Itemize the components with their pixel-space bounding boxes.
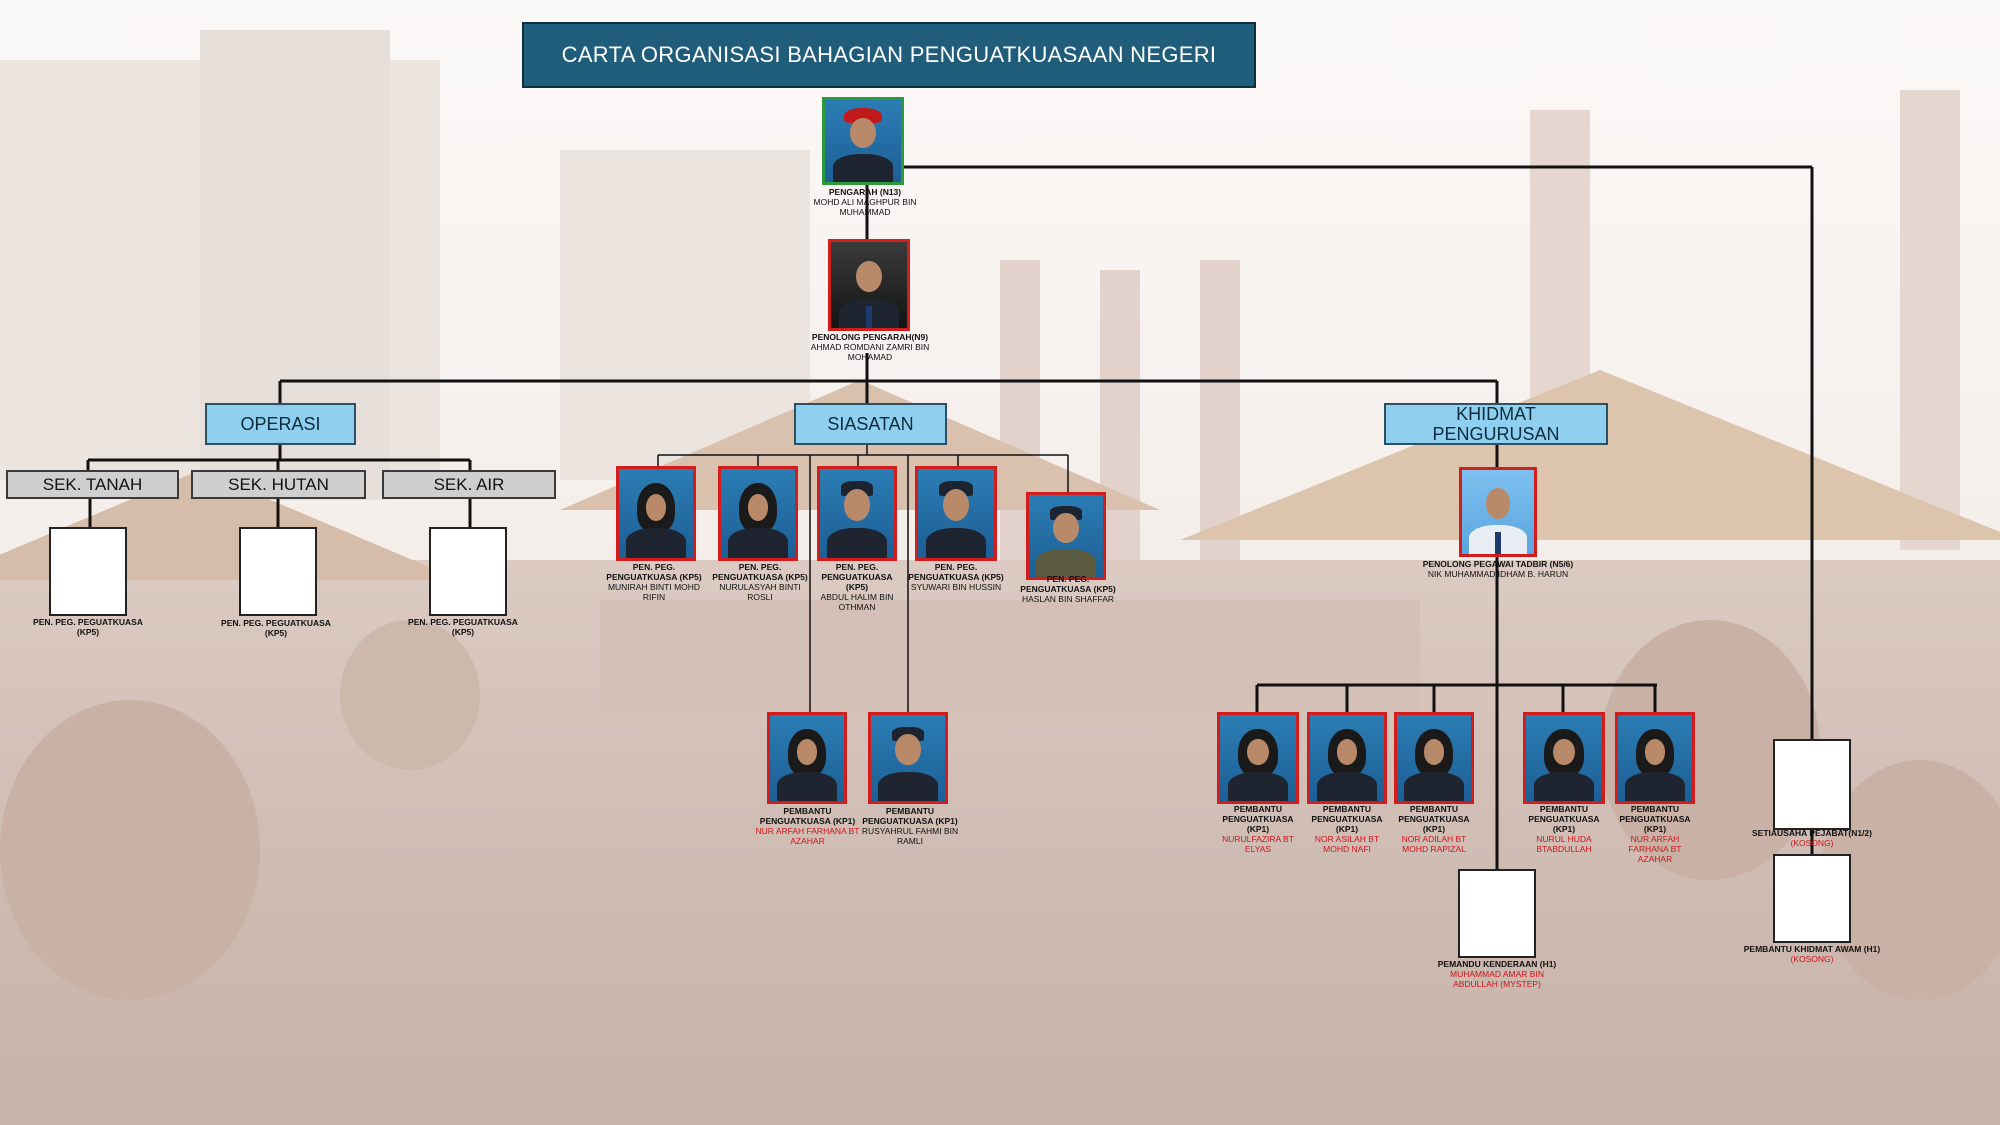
siasatan-staff-4-name: SYUWARI BIN HUSSIN <box>910 582 1002 592</box>
khidmat-assistant-1-label: PEMBANTU PENGUATKUASA (KP1) NURULFAZIRA … <box>1218 804 1298 854</box>
director-role: PENGARAH (N13) <box>828 187 902 197</box>
dept-khidmat-pengurusan: KHIDMAT PENGURUSAN <box>1384 403 1608 445</box>
khidmat-assistant-3-name: NOR ADILAH BT MOHD RAPIZAL <box>1401 834 1467 854</box>
section-hutan: SEK. HUTAN <box>191 470 366 499</box>
khidmat-assistant-4-photo <box>1523 712 1605 804</box>
chart-title: CARTA ORGANISASI BAHAGIAN PENGUATKUASAAN… <box>522 22 1256 88</box>
siasatan-staff-5-name: HASLAN BIN SHAFFAR <box>1021 594 1115 604</box>
khidmat-assistant-2-name: NOR ASILAH BT MOHD NAFI <box>1314 834 1380 854</box>
assistant-director-photo <box>828 239 910 331</box>
khidmat-assistant-5-photo <box>1615 712 1695 804</box>
siasatan-assistant-1-name: NUR ARFAH FARHANA BT AZAHAR <box>755 826 860 846</box>
section-hutan-label: PEN. PEG. PEGUATKUASA (KP5) <box>216 618 336 638</box>
siasatan-staff-5-photo <box>1026 492 1106 580</box>
section-air-label: PEN. PEG. PEGUATKUASA (KP5) <box>403 617 523 637</box>
siasatan-staff-2-name: NURULASYAH BINTI ROSLI <box>719 582 801 602</box>
siasatan-staff-1-photo <box>616 466 696 561</box>
khidmat-assistant-4-role: PEMBANTU PENGUATKUASA (KP1) <box>1528 804 1600 834</box>
admin-officer-label: PENOLONG PEGAWAI TADBIR (N5/6) NIK MUHAM… <box>1418 559 1578 579</box>
siasatan-assistant-2-role: PEMBANTU PENGUATKUASA (KP1) <box>862 806 958 826</box>
admin-officer-name: NIK MUHAMMAD IDHAM B. HARUN <box>1427 569 1569 579</box>
assistant-director-role: PENOLONG PENGARAH(N9) <box>811 332 929 342</box>
secretary-photo <box>1773 739 1851 830</box>
siasatan-staff-3-label: PEN. PEG. PENGUATKUASA (KP5) ABDUL HALIM… <box>812 562 902 612</box>
khidmat-assistant-1-photo <box>1217 712 1299 804</box>
khidmat-assistant-5-role: PEMBANTU PENGUATKUASA (KP1) <box>1619 804 1691 834</box>
siasatan-assistant-2-name: RUSYAHRUL FAHMI BIN RAMLI <box>861 826 959 846</box>
khidmat-assistant-1-role: PEMBANTU PENGUATKUASA (KP1) <box>1222 804 1294 834</box>
director-photo <box>822 97 904 185</box>
siasatan-staff-3-name: ABDUL HALIM BIN OTHMAN <box>820 592 894 612</box>
secretary-name: (KOSONG) <box>1790 838 1834 848</box>
khidmat-assistant-5-label: PEMBANTU PENGUATKUASA (KP1) NUR ARFAH FA… <box>1617 804 1693 864</box>
dept-siasatan: SIASATAN <box>794 403 947 445</box>
siasatan-assistant-2-label: PEMBANTU PENGUATKUASA (KP1) RUSYAHRUL FA… <box>858 806 962 846</box>
secretary-label: SETIAUSAHA PEJABAT(N1/2) (KOSONG) <box>1742 828 1882 848</box>
siasatan-staff-5-label: PEN. PEG. PENGUATKUASA (KP5) HASLAN BIN … <box>1020 574 1116 604</box>
khidmat-assistant-4-name: NURUL HUDA BTABDULLAH <box>1536 834 1592 854</box>
siasatan-staff-4-label: PEN. PEG. PENGUATKUASA (KP5) SYUWARI BIN… <box>906 562 1006 592</box>
general-assistant-label: PEMBANTU KHIDMAT AWAM (H1) (KOSONG) <box>1737 944 1887 964</box>
assistant-director-label: PENOLONG PENGARAH(N9) AHMAD ROMDANI ZAMR… <box>800 332 940 362</box>
siasatan-staff-4-photo <box>915 466 997 561</box>
general-assistant-name: (KOSONG) <box>1790 954 1834 964</box>
driver-name: MUHAMMAD AMAR BIN ABDULLAH (MYSTEP) <box>1450 969 1544 989</box>
siasatan-assistant-2-photo <box>868 712 948 804</box>
director-label: PENGARAH (N13) MOHD ALI MAGHPUR BIN MUHA… <box>805 187 925 217</box>
khidmat-assistant-4-label: PEMBANTU PENGUATKUASA (KP1) NURUL HUDA B… <box>1524 804 1604 854</box>
siasatan-staff-1-role: PEN. PEG. PENGUATKUASA (KP5) <box>606 562 702 582</box>
khidmat-assistant-3-photo <box>1394 712 1474 804</box>
driver-photo <box>1458 869 1536 958</box>
siasatan-staff-1-label: PEN. PEG. PENGUATKUASA (KP5) MUNIRAH BIN… <box>598 562 710 602</box>
khidmat-assistant-5-name: NUR ARFAH FARHANA BT AZAHAR <box>1628 834 1682 864</box>
section-tanah-photo <box>49 527 127 616</box>
section-tanah-role: PEN. PEG. PEGUATKUASA (KP5) <box>33 617 143 637</box>
driver-role: PEMANDU KENDERAAN (H1) <box>1437 959 1557 969</box>
section-hutan-photo <box>239 527 317 616</box>
section-tanah-label: PEN. PEG. PEGUATKUASA (KP5) <box>28 617 148 637</box>
general-assistant-photo <box>1773 854 1851 943</box>
siasatan-staff-3-role: PEN. PEG. PENGUATKUASA (KP5) <box>821 562 893 592</box>
siasatan-assistant-1-label: PEMBANTU PENGUATKUASA (KP1) NUR ARFAH FA… <box>755 806 860 846</box>
secretary-role: SETIAUSAHA PEJABAT(N1/2) <box>1752 828 1872 838</box>
admin-officer-role: PENOLONG PEGAWAI TADBIR (N5/6) <box>1422 559 1574 569</box>
general-assistant-role: PEMBANTU KHIDMAT AWAM (H1) <box>1743 944 1881 954</box>
khidmat-assistant-1-name: NURULFAZIRA BT ELYAS <box>1222 834 1294 854</box>
section-air: SEK. AIR <box>382 470 556 499</box>
siasatan-staff-2-role: PEN. PEG. PENGUATKUASA (KP5) <box>712 562 808 582</box>
siasatan-staff-3-photo <box>817 466 897 561</box>
assistant-director-name: AHMAD ROMDANI ZAMRI BIN MOHAMAD <box>810 342 930 362</box>
section-air-role: PEN. PEG. PEGUATKUASA (KP5) <box>408 617 518 637</box>
siasatan-assistant-1-photo <box>767 712 847 804</box>
khidmat-assistant-2-label: PEMBANTU PENGUATKUASA (KP1) NOR ASILAH B… <box>1308 804 1386 854</box>
driver-label: PEMANDU KENDERAAN (H1) MUHAMMAD AMAR BIN… <box>1432 959 1562 989</box>
siasatan-staff-2-label: PEN. PEG. PENGUATKUASA (KP5) NURULASYAH … <box>706 562 814 602</box>
khidmat-assistant-3-role: PEMBANTU PENGUATKUASA (KP1) <box>1398 804 1470 834</box>
section-hutan-role: PEN. PEG. PEGUATKUASA (KP5) <box>221 618 331 638</box>
siasatan-staff-5-role: PEN. PEG. PENGUATKUASA (KP5) <box>1020 574 1116 594</box>
siasatan-assistant-1-role: PEMBANTU PENGUATKUASA (KP1) <box>759 806 856 826</box>
khidmat-assistant-3-label: PEMBANTU PENGUATKUASA (KP1) NOR ADILAH B… <box>1394 804 1474 854</box>
section-tanah: SEK. TANAH <box>6 470 179 499</box>
director-name: MOHD ALI MAGHPUR BIN MUHAMMAD <box>813 197 917 217</box>
siasatan-staff-2-photo <box>718 466 798 561</box>
admin-officer-photo <box>1459 467 1537 557</box>
khidmat-assistant-2-photo <box>1307 712 1387 804</box>
section-air-photo <box>429 527 507 616</box>
siasatan-staff-4-role: PEN. PEG. PENGUATKUASA (KP5) <box>908 562 1004 582</box>
siasatan-staff-1-name: MUNIRAH BINTI MOHD RIFIN <box>607 582 701 602</box>
dept-operasi: OPERASI <box>205 403 356 445</box>
khidmat-assistant-2-role: PEMBANTU PENGUATKUASA (KP1) <box>1311 804 1383 834</box>
